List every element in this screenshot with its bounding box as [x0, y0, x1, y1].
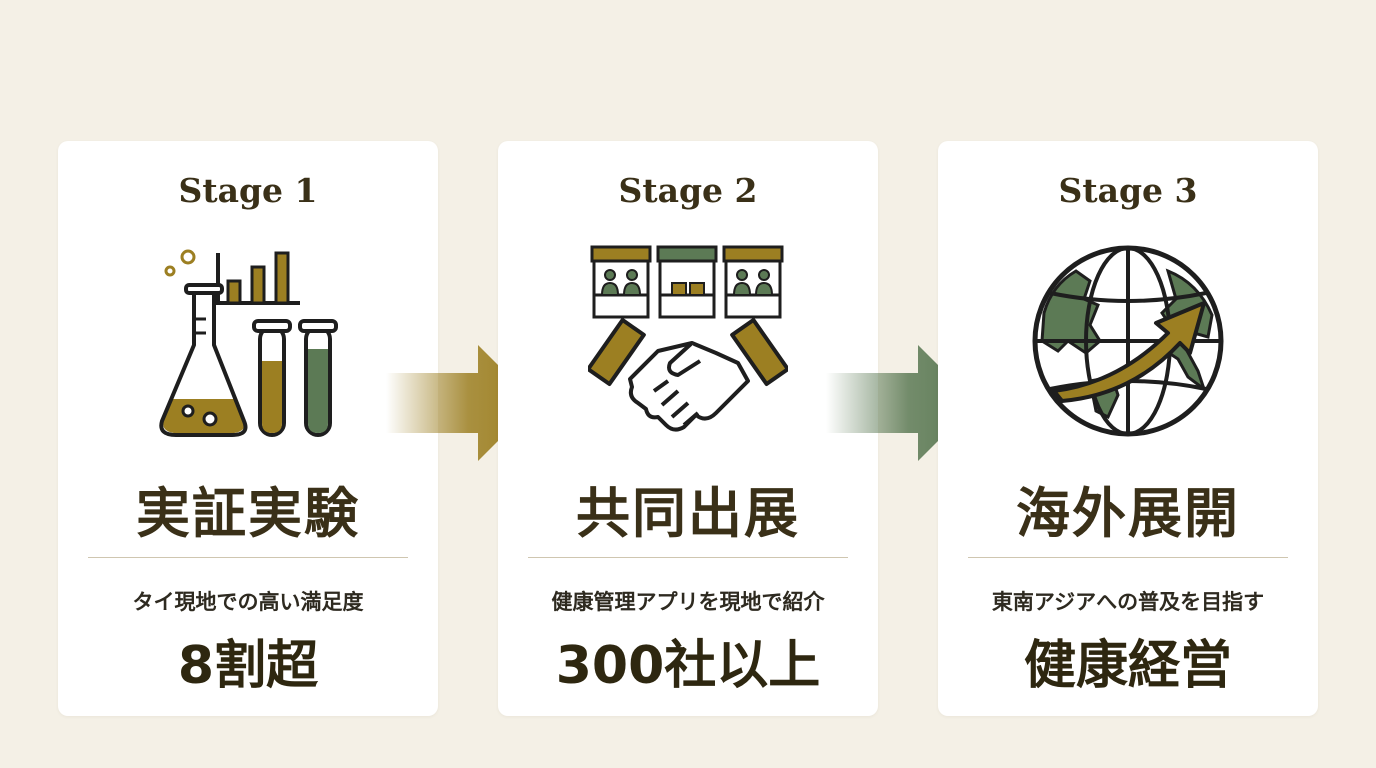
- stage-card-3: Stage 3 海外展開 東南アジアへの普及を目指す 健康経営: [938, 141, 1318, 716]
- divider: [968, 557, 1288, 558]
- stage-title: 海外展開: [1016, 481, 1240, 545]
- stage-value: 8割超: [177, 636, 319, 696]
- divider: [528, 557, 848, 558]
- stage-card-1: Stage 1 実証実験 タイ現地での高い満足度 8割超: [58, 141, 438, 716]
- stage-value: 健康経営: [1023, 636, 1232, 696]
- stage-description: タイ現地での高い満足度: [132, 590, 364, 614]
- stage-label: Stage 1: [178, 171, 318, 210]
- lab-flask-chart-icon: [159, 249, 338, 437]
- stage-description: 健康管理アプリを現地で紹介: [551, 590, 825, 614]
- stage-label: Stage 3: [1058, 171, 1198, 210]
- stage-title: 実証実験: [136, 481, 360, 545]
- globe-growth-arrow-icon: [1032, 245, 1224, 437]
- stage-card-2: Stage 2 共同出展: [498, 141, 878, 716]
- booth-handshake-icon: [588, 245, 788, 432]
- stage-value: 300社以上: [555, 636, 821, 696]
- stage-description: 東南アジアへの普及を目指す: [991, 590, 1265, 614]
- divider: [88, 557, 408, 558]
- stage-title: 共同出展: [576, 481, 800, 545]
- stage-label: Stage 2: [618, 171, 758, 210]
